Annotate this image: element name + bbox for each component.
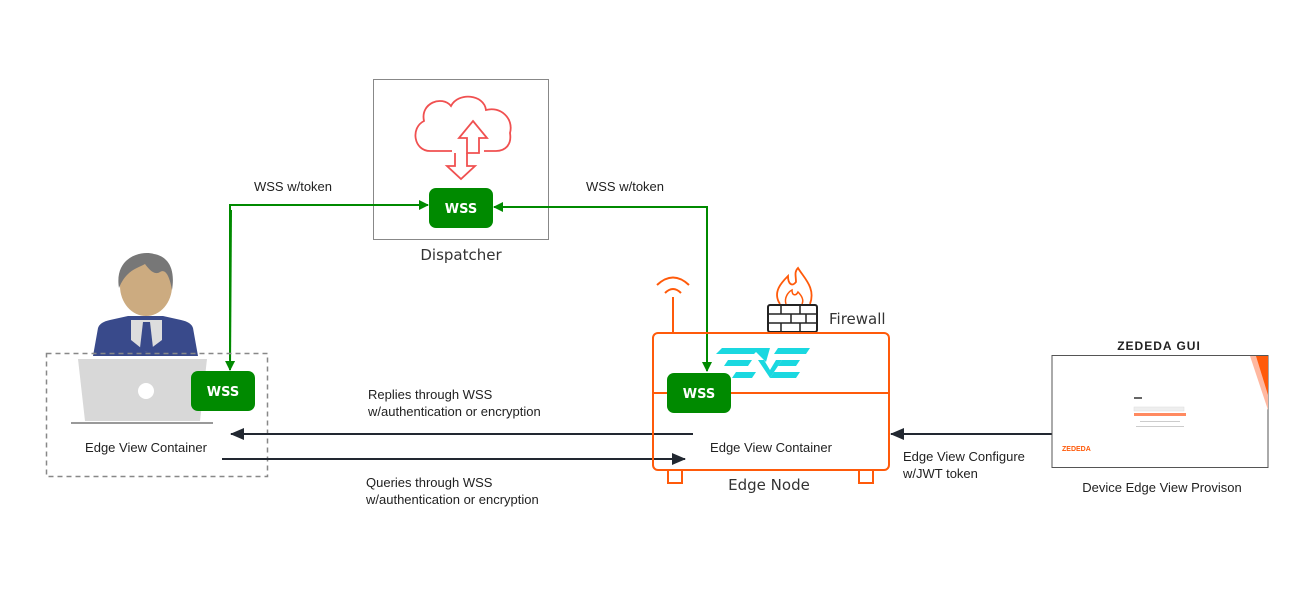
gui-title: ZEDEDA GUI xyxy=(1117,339,1201,353)
client-wss-badge xyxy=(191,371,255,411)
client-container-box xyxy=(45,352,269,478)
client-user: WSS Edge View Container xyxy=(45,253,269,478)
client-wss-label: WSS xyxy=(207,385,239,400)
edge-node-label: Edge Node xyxy=(728,476,810,494)
replies-label-line1: Replies through WSS xyxy=(368,387,493,402)
zededa-logo: ZEDEDA xyxy=(1062,446,1091,453)
replies-label-line2: w/authentication or encryption xyxy=(367,404,541,419)
antenna-icon xyxy=(656,276,690,333)
dispatcher-label: Dispatcher xyxy=(420,246,502,264)
dispatcher-node: WSS Dispatcher xyxy=(373,79,549,264)
edge-wss-badge xyxy=(667,373,731,413)
edge-node-box xyxy=(652,332,890,471)
edge-wss-label: WSS xyxy=(683,387,715,402)
person-icon xyxy=(93,253,198,356)
dispatcher-wss-label: WSS xyxy=(445,202,477,217)
firewall-label: Firewall xyxy=(829,310,886,328)
laptop-icon xyxy=(71,359,213,424)
client-container-label: Edge View Container xyxy=(85,440,208,455)
left-wss-link-label: WSS w/token xyxy=(254,179,332,194)
firewall-icon xyxy=(767,266,818,333)
right-wss-link-label: WSS w/token xyxy=(586,179,664,194)
gui-screenshot xyxy=(1051,355,1269,468)
cloud-upload-download-icon xyxy=(414,95,512,181)
configure-label-line2: w/JWT token xyxy=(902,466,978,481)
edge-container-label: Edge View Container xyxy=(710,440,833,455)
edge-node: Firewall WSS Edge View Container Edge No… xyxy=(652,266,890,494)
zededa-gui: ZEDEDA GUI ZEDEDA Device Edge View Provi… xyxy=(1051,339,1269,495)
queries-label-line2: w/authentication or encryption xyxy=(365,492,539,507)
dispatcher-wss-badge xyxy=(429,188,493,228)
gui-caption: Device Edge View Provison xyxy=(1082,480,1241,495)
configure-label-line1: Edge View Configure xyxy=(903,449,1025,464)
eve-logo-icon xyxy=(716,348,810,378)
queries-label-line1: Queries through WSS xyxy=(366,475,493,490)
